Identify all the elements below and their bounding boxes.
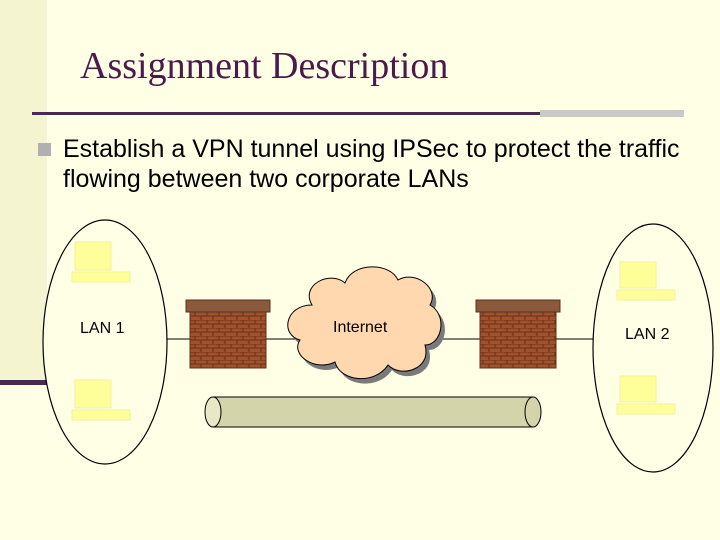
bullet-square-icon [38,143,51,156]
title-rule [32,112,540,115]
computer-icon [616,261,676,301]
left-accent-bar-edge [0,380,47,385]
computer-icon [616,375,676,415]
lan2-boundary [592,223,714,473]
firewall-left-icon [185,299,271,369]
computer-icon [71,379,131,421]
lan2-label: LAN 2 [625,326,670,343]
vpn-tunnel [204,396,542,428]
slide-title: Assignment Description [80,45,449,87]
firewall-right-icon [475,299,561,369]
lan1-label: LAN 1 [80,320,125,337]
left-accent-bar [0,0,47,385]
internet-cloud-icon [287,266,445,384]
bullet-text: Establish a VPN tunnel using IPSec to pr… [63,135,680,193]
computer-icon [71,241,131,283]
title-rule-accent [540,110,684,117]
internet-label: Internet [333,319,388,336]
